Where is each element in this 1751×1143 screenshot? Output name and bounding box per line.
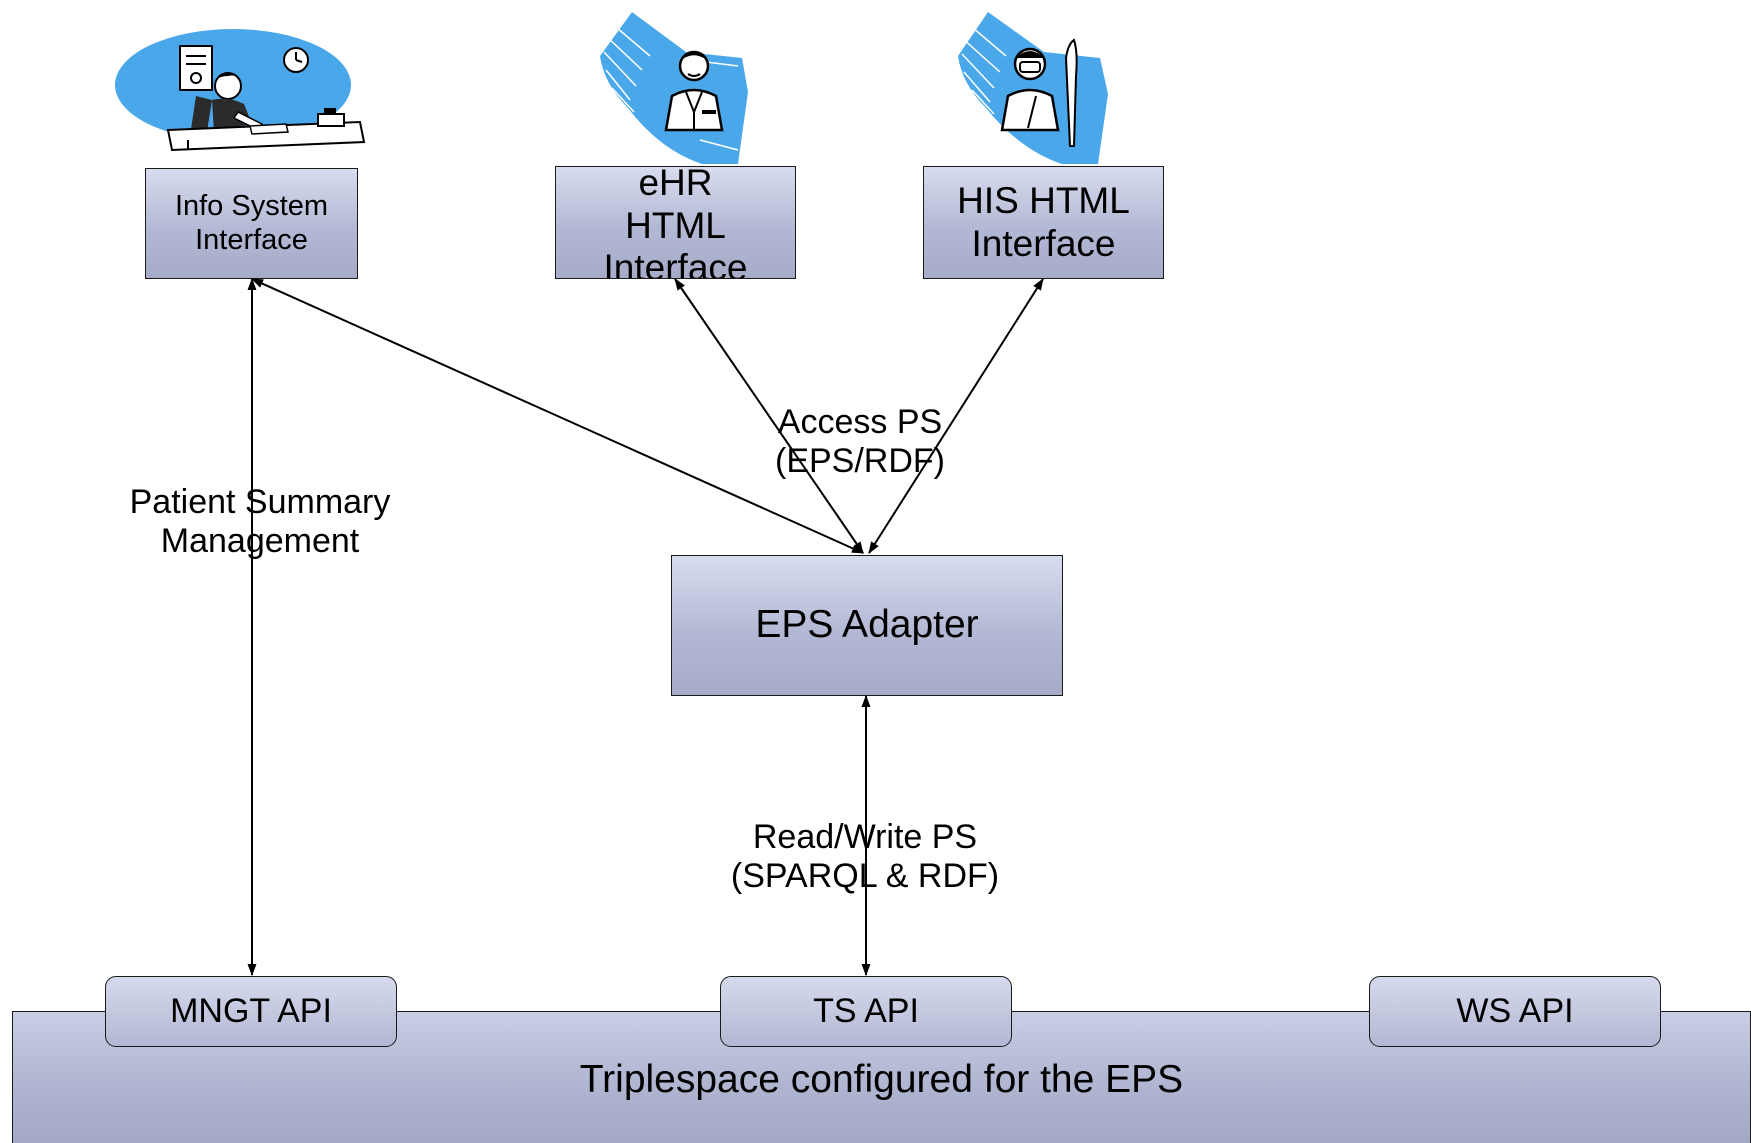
patient-summary-management-label: Patient Summary Management xyxy=(129,483,391,561)
ehr-html-interface-label: eHR HTML Interface xyxy=(603,166,748,279)
read-write-ps-label: Read/Write PS (SPARQL & RDF) xyxy=(730,818,1000,896)
ts-api-box: TS API xyxy=(720,976,1012,1047)
triplespace-platform-label: Triplespace configured for the EPS xyxy=(579,1058,1184,1101)
eps-adapter-box: EPS Adapter xyxy=(671,555,1063,696)
office-worker-desk-icon xyxy=(115,29,366,152)
his-html-interface-box: HIS HTML Interface xyxy=(923,166,1164,279)
info-system-interface-box: Info System Interface xyxy=(145,168,358,279)
connector-ehr-adapter xyxy=(674,278,864,554)
eps-adapter-label: EPS Adapter xyxy=(755,603,979,647)
mngt-api-box: MNGT API xyxy=(105,976,397,1047)
ws-api-box: WS API xyxy=(1369,976,1661,1047)
connector-his-adapter xyxy=(868,278,1044,554)
ehr-html-interface-box: eHR HTML Interface xyxy=(555,166,796,279)
his-html-interface-label: HIS HTML Interface xyxy=(957,179,1130,264)
info-system-interface-label: Info System Interface xyxy=(174,190,329,256)
mngt-api-label: MNGT API xyxy=(170,992,332,1030)
access-ps-label: Access PS (EPS/RDF) xyxy=(775,403,945,481)
surgeon-scalpel-icon xyxy=(958,12,1108,164)
doctor-icon xyxy=(600,12,748,164)
ws-api-label: WS API xyxy=(1456,992,1574,1030)
ts-api-label: TS API xyxy=(813,992,919,1030)
